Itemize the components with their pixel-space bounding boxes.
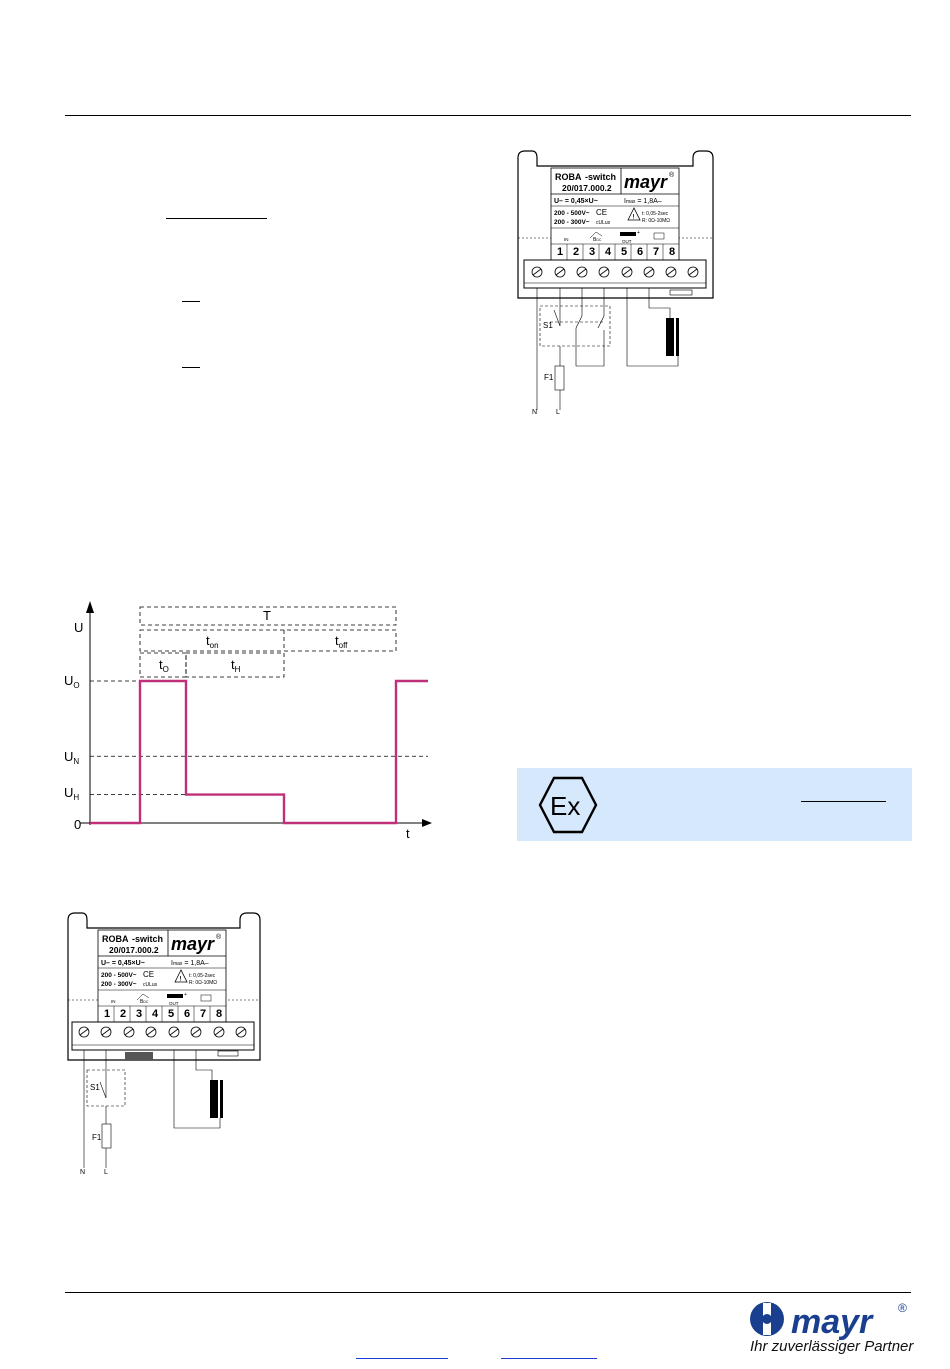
mayr-logo: mayr ®	[750, 1301, 907, 1340]
svg-text:+: +	[184, 992, 187, 998]
device1-product-suffix: -switch	[585, 172, 616, 182]
diagram-y-axis-label: U	[74, 620, 83, 635]
diagram-t-on-label: ton	[206, 633, 219, 650]
device1-v1: 200 - 500V~	[554, 210, 590, 217]
svg-text:2: 2	[120, 1008, 126, 1020]
svg-text:2: 2	[573, 246, 579, 258]
device2-n-label: N	[80, 1169, 85, 1176]
device1-r-spec: R: 0Ω-10MΩ	[642, 218, 670, 224]
device1-f1-label: F1	[544, 373, 554, 382]
svg-text:4: 4	[152, 1008, 159, 1020]
underline-2	[182, 301, 200, 302]
device2-product-suffix: -switch	[132, 934, 163, 944]
svg-text:6: 6	[184, 1008, 190, 1020]
device2-coil	[210, 1080, 218, 1118]
svg-text:+: +	[637, 230, 640, 236]
device1-product: ROBA	[555, 172, 582, 182]
device2-label-b: BDC	[140, 999, 149, 1005]
device2-r-spec: R: 0Ω-10MΩ	[189, 980, 217, 986]
diagram-t-o-label: tO	[159, 657, 169, 674]
svg-text:4: 4	[605, 246, 612, 258]
device2-l-label: L	[104, 1169, 108, 1176]
device1-n-label: N	[532, 409, 537, 416]
svg-text:1: 1	[104, 1008, 110, 1020]
device2-s1-label: S1	[90, 1083, 100, 1092]
device1-warning-icon	[627, 207, 641, 221]
device1-u-formula: U– = 0,45×U~	[554, 198, 598, 205]
mayr-logo-text: mayr	[791, 1303, 874, 1340]
device1-coil	[666, 318, 674, 356]
svg-text:5: 5	[621, 246, 627, 258]
ex-hexagon-icon: Ex	[538, 776, 598, 834]
device2-ul: cULus	[143, 982, 158, 988]
device2-v2: 200 - 300V~	[101, 981, 137, 988]
svg-text:7: 7	[653, 246, 659, 258]
diagram-u-n-label: UN	[64, 749, 79, 766]
diagram-t-h-label: tH	[231, 657, 241, 674]
device2-terminal-numbers: 1 2 3 4 5 6 7 8	[104, 1008, 222, 1020]
ex-info-box: Ex	[517, 768, 912, 841]
diagram-t-off-label: toff	[335, 633, 348, 650]
svg-text:!: !	[633, 215, 635, 221]
device1-label-out: OUT	[622, 239, 632, 244]
footer-rule	[65, 1292, 911, 1293]
ex-box-underline	[801, 801, 886, 802]
diagram-zero-label: 0	[74, 817, 81, 832]
mayr-logo-reg: ®	[898, 1301, 907, 1315]
diagram-u-o-label: UO	[64, 673, 80, 690]
device2-coil-icon	[167, 994, 183, 998]
svg-text:1: 1	[557, 246, 563, 258]
device2-label-out: OUT	[169, 1001, 179, 1006]
device2-label-in: IN	[111, 999, 116, 1004]
device2-u-formula: U– = 0,45×U~	[101, 960, 145, 967]
svg-text:!: !	[180, 977, 182, 983]
device2-bridge	[125, 1052, 153, 1060]
footer-link-underline-2[interactable]	[501, 1358, 597, 1359]
svg-text:3: 3	[136, 1008, 142, 1020]
device1-terminal-numbers: 1 2 3 4 5 6 7 8	[557, 246, 675, 258]
device2-t-spec: t: 0,05-2sec	[189, 973, 216, 979]
device1-ce: CE	[596, 208, 607, 217]
diagram-x-axis-label: t	[406, 826, 410, 841]
device1-t-spec: t: 0,05-2sec	[642, 211, 669, 217]
svg-text:3: 3	[589, 246, 595, 258]
svg-text:Ex: Ex	[550, 791, 580, 821]
device1-l-label: L	[556, 409, 560, 416]
device1-brand: mayr	[624, 172, 668, 192]
device2-warning-icon	[174, 969, 188, 983]
header-rule	[65, 115, 911, 116]
svg-text:5: 5	[168, 1008, 174, 1020]
device2-reg: ®	[216, 933, 222, 941]
device2-model: 20/017.000.2	[109, 945, 159, 955]
svg-text:8: 8	[669, 246, 675, 258]
device2-product: ROBA	[102, 934, 129, 944]
device2-ce: CE	[143, 970, 154, 979]
svg-text:8: 8	[216, 1008, 222, 1020]
underline-1	[166, 218, 267, 219]
underline-3	[182, 367, 200, 368]
device-wiring-diagram-1: ROBA -switch 20/017.000.2 mayr ® U– = 0,…	[517, 150, 714, 416]
device1-v2: 200 - 300V~	[554, 219, 590, 226]
diagram-T-label: T	[263, 608, 271, 623]
device1-ul: cULus	[596, 220, 611, 226]
diagram-u-h-label: UH	[64, 785, 79, 802]
device1-label-in: IN	[564, 237, 569, 242]
device2-imax: Imax = 1,8A–	[171, 960, 209, 967]
voltage-time-diagram: U t UO UN UH 0 T ton toff tO tH	[64, 601, 432, 841]
device1-model: 20/017.000.2	[562, 183, 612, 193]
device2-f1-label: F1	[92, 1133, 102, 1142]
device1-reg: ®	[669, 171, 675, 179]
device1-coil-icon	[620, 232, 636, 236]
device2-brand: mayr	[171, 934, 215, 954]
footer-tagline: Ihr zuverlässiger Partner	[750, 1338, 914, 1355]
footer-link-underline-1[interactable]	[356, 1358, 448, 1359]
device1-s1-label: S1	[543, 321, 553, 330]
device-wiring-diagram-2: ROBA -switch 20/017.000.2 mayr ® U– = 0,…	[67, 912, 261, 1176]
svg-text:7: 7	[200, 1008, 206, 1020]
svg-text:6: 6	[637, 246, 643, 258]
device1-imax: Imax = 1,8A–	[624, 198, 662, 205]
device1-label-b: BDC	[593, 237, 602, 243]
diagram-signal-line	[90, 679, 428, 825]
device2-v1: 200 - 500V~	[101, 972, 137, 979]
